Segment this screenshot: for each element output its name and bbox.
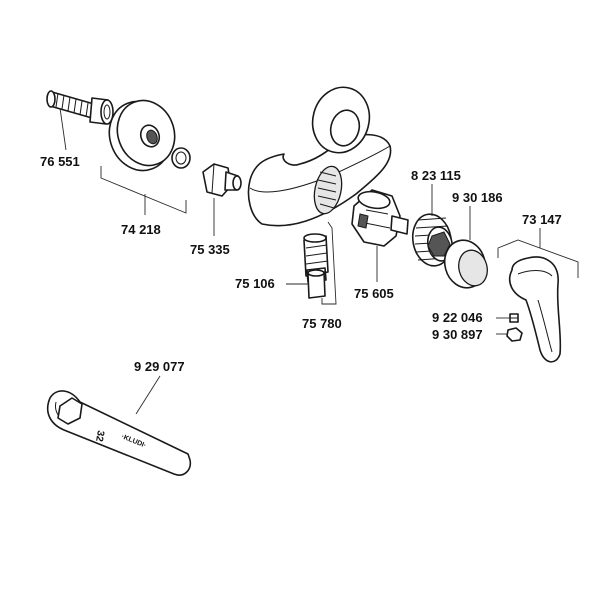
wrench-size-mark: 32 xyxy=(93,429,106,442)
grub-screw-drawing xyxy=(509,313,519,323)
label-76551: 76 551 xyxy=(40,154,80,169)
check-valve-sleeve-drawing xyxy=(307,269,326,299)
rosette-drawing xyxy=(108,99,176,172)
label-74218: 74 218 xyxy=(121,222,161,237)
label-930186: 9 30 186 xyxy=(452,190,503,205)
label-75335: 75 335 xyxy=(190,242,230,257)
label-75605: 75 605 xyxy=(354,286,394,301)
label-823115: 8 23 115 xyxy=(411,168,461,183)
eccentric-connector-drawing xyxy=(46,90,114,125)
assembly-wrench-drawing xyxy=(46,390,192,476)
label-930897: 9 30 897 xyxy=(432,327,483,342)
o-ring-drawing xyxy=(171,147,191,169)
cover-sleeve-drawing xyxy=(443,239,488,289)
label-73147: 73 147 xyxy=(522,212,562,227)
label-75780: 75 780 xyxy=(302,316,342,331)
label-922046: 9 22 046 xyxy=(432,310,483,325)
label-929077: 9 29 077 xyxy=(134,359,185,374)
hex-nut-drawing xyxy=(202,163,242,197)
mixer-valve-body-drawing xyxy=(247,86,392,227)
cover-cap-drawing xyxy=(506,327,523,342)
label-75106: 75 106 xyxy=(235,276,275,291)
lever-handle-drawing xyxy=(508,256,562,363)
cartridge-drawing xyxy=(351,189,409,247)
